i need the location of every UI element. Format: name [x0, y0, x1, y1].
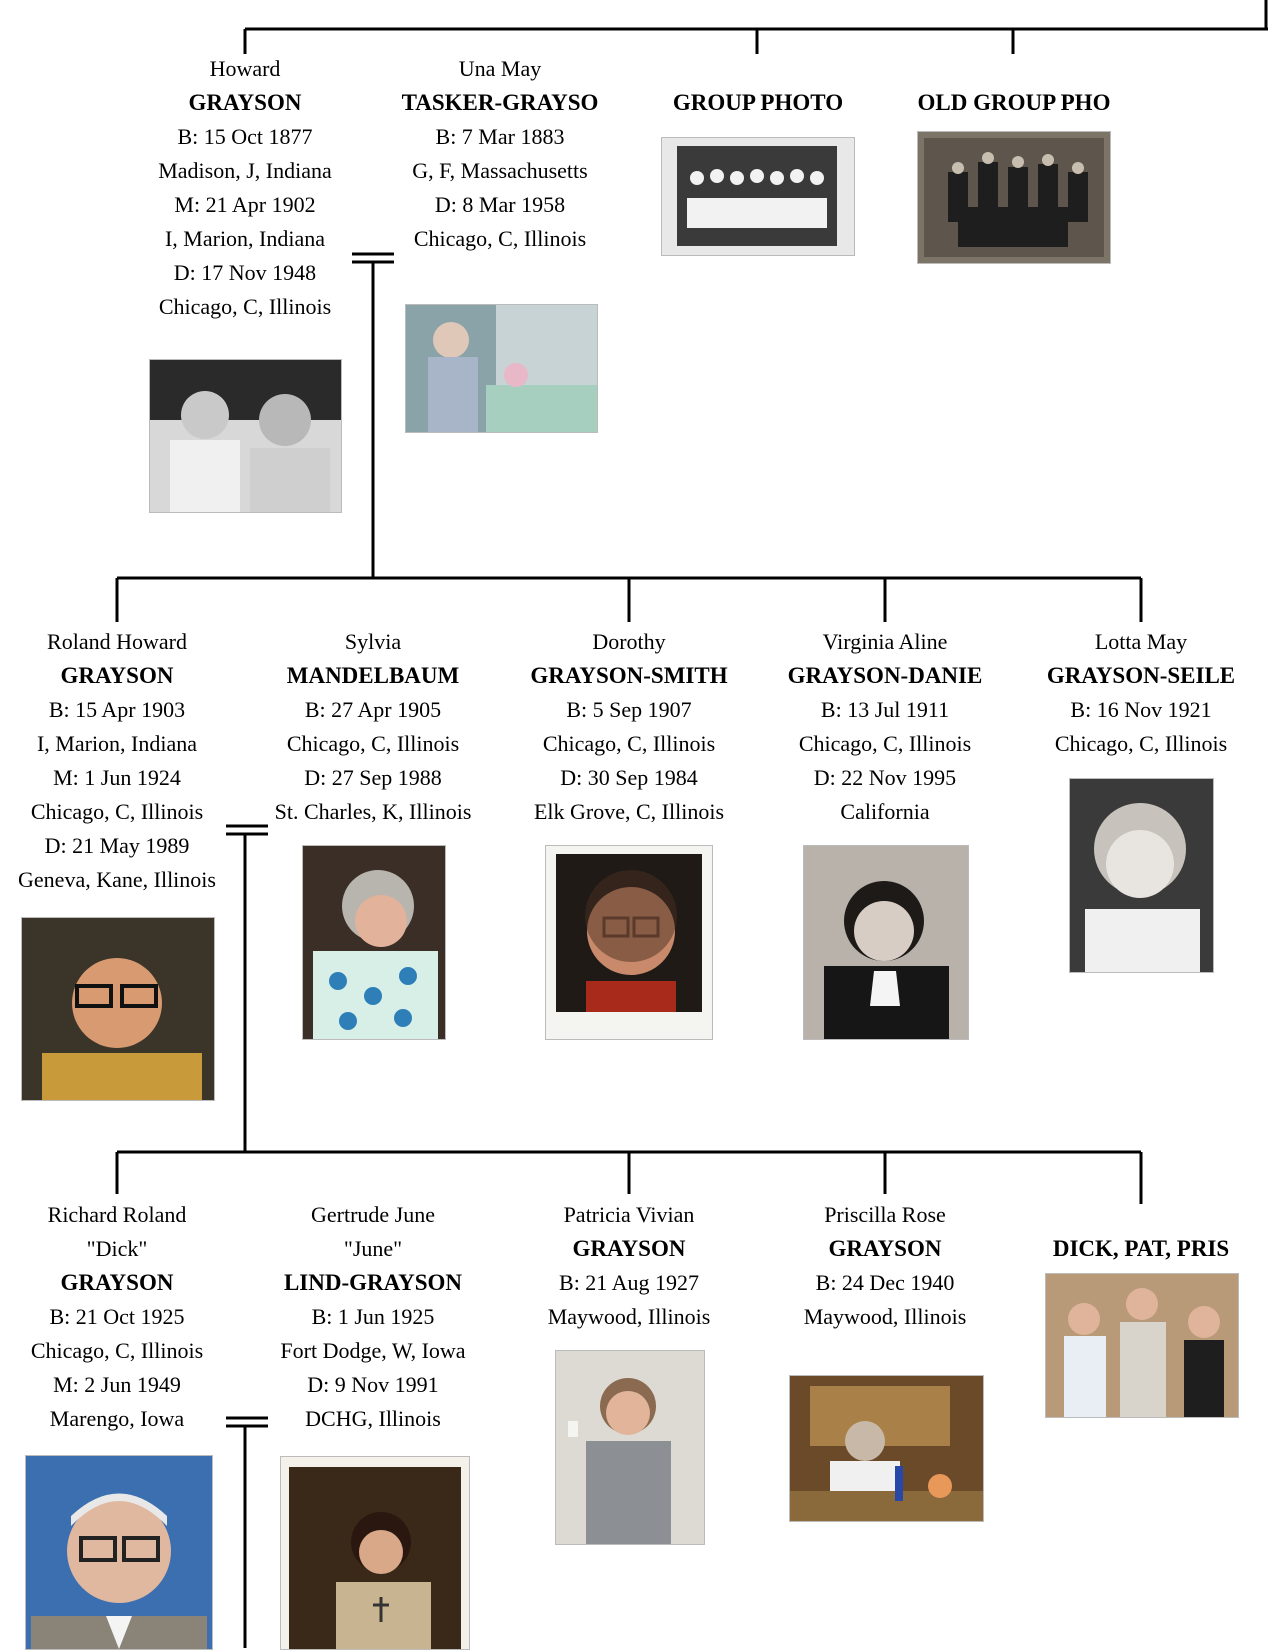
death-place: Geneva, Kane, Illinois	[18, 867, 216, 892]
birth-date: B: 21 Oct 1925	[49, 1304, 185, 1329]
birth-place: Madison, J, Indiana	[158, 158, 332, 183]
birth-place: Chicago, C, Illinois	[30, 1338, 204, 1363]
birth-date: B: 21 Aug 1927	[559, 1270, 699, 1295]
birth-date: B: 27 Apr 1905	[304, 697, 442, 722]
birth-place: G, F, Massachusetts	[412, 158, 588, 183]
death-place: DCHG, Illinois	[305, 1406, 441, 1431]
nickname: "June"	[343, 1236, 403, 1261]
birth-place: Maywood, Illinois	[803, 1304, 967, 1329]
person-howard-grayson[interactable]: Howard GRAYSON B: 15 Oct 1877 Madison, J…	[130, 52, 360, 324]
old-group-photo[interactable]	[917, 131, 1111, 264]
marriage-date: M: 1 Jun 1924	[53, 765, 181, 790]
dick-pat-pris-label: DICK, PAT, PRIS	[1052, 1236, 1230, 1261]
dick-pat-pris-card[interactable]: DICK, PAT, PRIS	[1026, 1232, 1256, 1266]
photo-lotta[interactable]	[1069, 778, 1214, 973]
photo-una[interactable]	[405, 304, 598, 433]
given-name: Gertrude June	[310, 1202, 435, 1227]
group-photo-card[interactable]: GROUP PHOTO	[643, 86, 873, 120]
death-place: St. Charles, K, Illinois	[274, 799, 472, 824]
marriage-place: Marengo, Iowa	[49, 1406, 185, 1431]
birth-place: Chicago, C, Illinois	[1054, 731, 1228, 756]
group-photo-label: GROUP PHOTO	[672, 90, 844, 115]
surname: GRAYSON-SEILE	[1046, 663, 1236, 688]
person-dorothy-grayson-smith[interactable]: Dorothy GRAYSON-SMITH B: 5 Sep 1907 Chic…	[514, 625, 744, 829]
person-priscilla-rose-grayson[interactable]: Priscilla Rose GRAYSON B: 24 Dec 1940 Ma…	[770, 1198, 1000, 1334]
surname: GRAYSON	[828, 1236, 942, 1261]
birth-date: B: 15 Oct 1877	[177, 124, 313, 149]
marriage-date: M: 2 Jun 1949	[53, 1372, 181, 1397]
photo-priscilla[interactable]	[789, 1375, 984, 1522]
death-date: D: 17 Nov 1948	[173, 260, 317, 285]
death-place: Elk Grove, C, Illinois	[533, 799, 725, 824]
death-date: D: 30 Sep 1984	[560, 765, 698, 790]
photo-gertrude[interactable]	[280, 1456, 470, 1650]
surname: GRAYSON	[60, 663, 174, 688]
given-name: Roland Howard	[47, 629, 187, 654]
surname: GRAYSON-DANIE	[787, 663, 983, 688]
death-place: Chicago, C, Illinois	[158, 294, 332, 319]
death-date: D: 21 May 1989	[44, 833, 190, 858]
birth-date: B: 13 Jul 1911	[820, 697, 950, 722]
photo-dick-pat-pris[interactable]	[1045, 1273, 1239, 1418]
birth-date: B: 1 Jun 1925	[311, 1304, 435, 1329]
death-date: D: 8 Mar 1958	[434, 192, 566, 217]
marriage-date: M: 21 Apr 1902	[174, 192, 316, 217]
surname: TASKER-GRAYSO	[401, 90, 599, 115]
person-richard-roland-grayson[interactable]: Richard Roland "Dick" GRAYSON B: 21 Oct …	[2, 1198, 232, 1436]
photo-roland[interactable]	[21, 917, 215, 1101]
marriage-place: I, Marion, Indiana	[164, 226, 326, 251]
person-patricia-vivian-grayson[interactable]: Patricia Vivian GRAYSON B: 21 Aug 1927 M…	[514, 1198, 744, 1334]
marriage-place: Chicago, C, Illinois	[30, 799, 204, 824]
photo-virginia[interactable]	[803, 845, 969, 1040]
death-date: D: 9 Nov 1991	[307, 1372, 439, 1397]
surname: GRAYSON	[572, 1236, 686, 1261]
photo-dorothy[interactable]	[545, 845, 713, 1040]
photo-richard[interactable]	[25, 1455, 213, 1650]
person-roland-howard-grayson[interactable]: Roland Howard GRAYSON B: 15 Apr 1903 I, …	[2, 625, 232, 897]
surname: GRAYSON-SMITH	[530, 663, 728, 688]
birth-place: Chicago, C, Illinois	[798, 731, 972, 756]
death-place: California	[840, 799, 930, 824]
person-lotta-may-grayson-seiler[interactable]: Lotta May GRAYSON-SEILE B: 16 Nov 1921 C…	[1026, 625, 1256, 761]
death-date: D: 27 Sep 1988	[304, 765, 442, 790]
death-date: D: 22 Nov 1995	[813, 765, 957, 790]
group-photo[interactable]	[661, 137, 855, 256]
given-name: Patricia Vivian	[563, 1202, 695, 1227]
birth-date: B: 5 Sep 1907	[566, 697, 692, 722]
surname: LIND-GRAYSON	[283, 1270, 463, 1295]
nickname: "Dick"	[86, 1236, 148, 1261]
old-group-photo-card[interactable]: OLD GROUP PHO	[899, 86, 1129, 120]
old-group-photo-label: OLD GROUP PHO	[917, 90, 1111, 115]
person-gertrude-june-lind-grayson[interactable]: Gertrude June "June" LIND-GRAYSON B: 1 J…	[258, 1198, 488, 1436]
birth-place: Maywood, Illinois	[547, 1304, 711, 1329]
given-name: Sylvia	[344, 629, 402, 654]
person-una-tasker-grayson[interactable]: Una May TASKER-GRAYSO B: 7 Mar 1883 G, F…	[385, 52, 615, 256]
given-name: Virginia Aline	[822, 629, 948, 654]
given-name: Richard Roland	[47, 1202, 187, 1227]
given-name: Lotta May	[1094, 629, 1188, 654]
given-name: Priscilla Rose	[824, 1202, 946, 1227]
given-name: Dorothy	[592, 629, 666, 654]
photo-patricia[interactable]	[555, 1350, 705, 1545]
birth-date: B: 7 Mar 1883	[435, 124, 565, 149]
photo-howard-una-couple[interactable]	[149, 359, 342, 513]
person-sylvia-mandelbaum[interactable]: Sylvia MANDELBAUM B: 27 Apr 1905 Chicago…	[258, 625, 488, 829]
photo-sylvia[interactable]	[302, 845, 446, 1040]
surname: GRAYSON	[60, 1270, 174, 1295]
surname: GRAYSON	[188, 90, 302, 115]
birth-place: Chicago, C, Illinois	[286, 731, 460, 756]
surname: MANDELBAUM	[286, 663, 460, 688]
birth-date: B: 16 Nov 1921	[1070, 697, 1212, 722]
person-virginia-aline-grayson-daniels[interactable]: Virginia Aline GRAYSON-DANIE B: 13 Jul 1…	[770, 625, 1000, 829]
death-place: Chicago, C, Illinois	[413, 226, 587, 251]
birth-place: Fort Dodge, W, Iowa	[280, 1338, 466, 1363]
birth-place: Chicago, C, Illinois	[542, 731, 716, 756]
given-name: Howard	[209, 56, 281, 81]
birth-date: B: 15 Apr 1903	[48, 697, 186, 722]
birth-date: B: 24 Dec 1940	[815, 1270, 955, 1295]
birth-place: I, Marion, Indiana	[36, 731, 198, 756]
given-name: Una May	[458, 56, 542, 81]
